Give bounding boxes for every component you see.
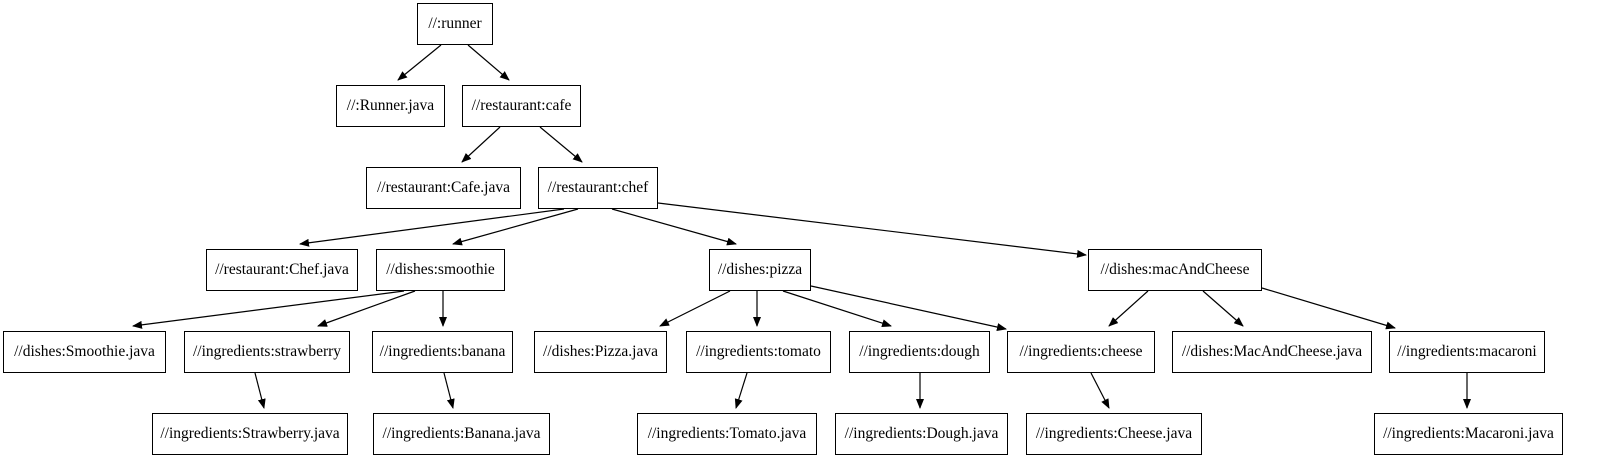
- graph-node-label: //restaurant:Cafe.java: [377, 179, 510, 197]
- graph-edge-ing-tomato-to-ing-tomato-java: [734, 372, 748, 409]
- graph-node-dishes-macandcheese: //dishes:macAndCheese: [1088, 249, 1262, 291]
- graph-edge-restaurant-cafe-to-restaurant-chef: [539, 126, 583, 163]
- graph-node-restaurant-chef-java: //restaurant:Chef.java: [206, 249, 358, 291]
- graph-node-label: //dishes:smoothie: [386, 261, 495, 279]
- graph-node-ing-banana: //ingredients:banana: [372, 331, 513, 373]
- graph-node-label: //dishes:Smoothie.java: [14, 343, 155, 361]
- graph-edge-dishes-pizza-to-dishes-pizza-java: [659, 290, 731, 327]
- graph-node-label: //ingredients:Banana.java: [382, 425, 541, 443]
- graph-node-ing-cheese-java: //ingredients:Cheese.java: [1026, 413, 1202, 455]
- graph-edge-ing-strawberry-to-ing-strawberry-java: [254, 372, 266, 409]
- graph-node-ing-strawberry-java: //ingredients:Strawberry.java: [152, 413, 348, 455]
- graph-node-restaurant-cafe-java: //restaurant:Cafe.java: [366, 167, 521, 209]
- graph-edge-dishes-macandcheese-to-ing-cheese: [1108, 290, 1149, 327]
- graph-node-restaurant-cafe: //restaurant:cafe: [462, 85, 581, 127]
- graph-node-label: //:runner: [428, 15, 482, 33]
- graph-edge-restaurant-chef-to-restaurant-chef-java: [299, 208, 565, 247]
- graph-node-ing-strawberry: //ingredients:strawberry: [184, 331, 350, 373]
- graph-node-dishes-pizza-java: //dishes:Pizza.java: [534, 331, 667, 373]
- graph-node-label: //restaurant:chef: [547, 179, 649, 197]
- graph-edge-restaurant-cafe-to-restaurant-cafe-java: [461, 126, 501, 163]
- graph-edge-dishes-smoothie-to-ing-strawberry: [317, 290, 416, 327]
- graph-node-ing-dough: //ingredients:dough: [849, 331, 990, 373]
- graph-node-label: //ingredients:tomato: [696, 343, 821, 361]
- graph-edge-dishes-macandcheese-to-ing-macaroni: [1261, 287, 1396, 330]
- graph-node-label: //ingredients:Dough.java: [844, 425, 999, 443]
- graph-node-ing-tomato-java: //ingredients:Tomato.java: [637, 413, 817, 455]
- graph-node-label: //dishes:pizza: [717, 261, 803, 279]
- graph-node-label: //restaurant:cafe: [471, 97, 572, 115]
- graph-node-ing-macaroni-java: //ingredients:Macaroni.java: [1374, 413, 1563, 455]
- graph-node-label: //ingredients:dough: [859, 343, 980, 361]
- graph-node-restaurant-chef: //restaurant:chef: [538, 167, 658, 209]
- graph-node-label: //ingredients:strawberry: [192, 343, 342, 361]
- graph-node-dishes-smoothie: //dishes:smoothie: [376, 249, 505, 291]
- graph-node-label: //ingredients:Strawberry.java: [160, 425, 340, 443]
- graph-node-label: //restaurant:Chef.java: [215, 261, 349, 279]
- graph-node-label: //ingredients:Tomato.java: [647, 425, 807, 443]
- graph-node-dishes-pizza: //dishes:pizza: [709, 249, 811, 291]
- graph-edge-dishes-smoothie-to-dishes-smoothie-java: [132, 290, 405, 329]
- graph-node-ing-macaroni: //ingredients:macaroni: [1389, 331, 1545, 373]
- graph-edge-runner-to-restaurant-cafe: [467, 44, 510, 81]
- graph-node-ing-banana-java: //ingredients:Banana.java: [373, 413, 550, 455]
- graph-node-label: //ingredients:cheese: [1019, 343, 1143, 361]
- graph-node-ing-cheese: //ingredients:cheese: [1007, 331, 1155, 373]
- graph-edge-runner-to-runner-java: [397, 44, 442, 81]
- graph-node-dishes-smoothie-java: //dishes:Smoothie.java: [3, 331, 166, 373]
- graph-edge-ing-cheese-to-ing-cheese-java: [1090, 372, 1110, 409]
- graph-edge-dishes-pizza-to-ing-cheese: [810, 285, 1007, 331]
- graph-node-label: //ingredients:Macaroni.java: [1383, 425, 1554, 443]
- graph-node-label: //dishes:Pizza.java: [543, 343, 658, 361]
- graph-node-ing-tomato: //ingredients:tomato: [686, 331, 831, 373]
- graph-node-label: //:Runner.java: [346, 97, 435, 115]
- graph-node-label: //ingredients:macaroni: [1397, 343, 1537, 361]
- graph-edge-restaurant-chef-to-dishes-pizza: [611, 208, 737, 246]
- graph-edge-dishes-macandcheese-to-dishes-mac-java: [1202, 290, 1244, 327]
- graph-node-runner: //:runner: [417, 3, 493, 45]
- graph-node-label: //ingredients:Cheese.java: [1035, 425, 1193, 443]
- graph-node-dishes-mac-java: //dishes:MacAndCheese.java: [1172, 331, 1372, 373]
- graph-node-runner-java: //:Runner.java: [336, 85, 445, 127]
- graph-node-label: //ingredients:banana: [379, 343, 506, 361]
- graph-edge-restaurant-chef-to-dishes-smoothie: [452, 208, 579, 246]
- graph-edge-dishes-pizza-to-ing-dough: [782, 290, 892, 328]
- graph-node-label: //dishes:MacAndCheese.java: [1181, 343, 1363, 361]
- graph-edge-restaurant-chef-to-dishes-macandcheese: [657, 202, 1087, 258]
- graph-node-ing-dough-java: //ingredients:Dough.java: [835, 413, 1008, 455]
- graph-node-label: //dishes:macAndCheese: [1100, 261, 1250, 279]
- graph-edge-ing-banana-to-ing-banana-java: [443, 372, 455, 409]
